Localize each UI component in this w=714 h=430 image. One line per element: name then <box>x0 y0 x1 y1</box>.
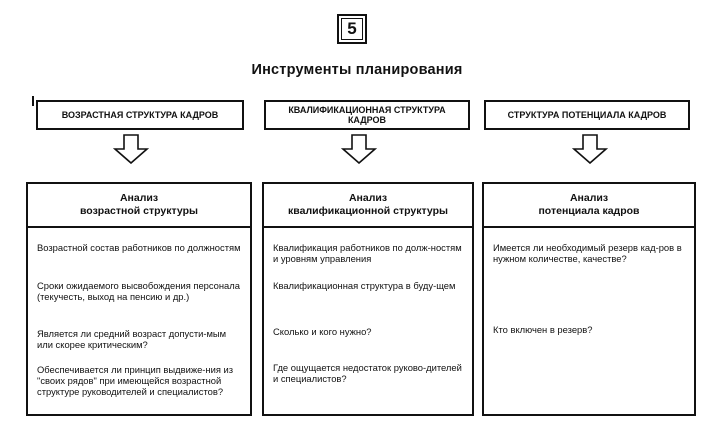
panel-title-line1: Анализ <box>348 192 388 204</box>
list-item: Кто включен в резерв? <box>493 324 593 335</box>
panel-title-line1: Анализ <box>569 192 609 204</box>
header-potential-structure: СТРУКТУРА ПОТЕНЦИАЛА КАДРОВ <box>484 100 690 130</box>
list-item: Имеется ли необходимый резерв кад-ров в … <box>493 242 682 264</box>
panel-potential-analysis: Анализ потенциала кадров Имеется ли необ… <box>482 182 696 416</box>
list-item: Квалификационная структура в буду-щем <box>273 280 456 291</box>
panel-title: Анализ квалификационной структуры <box>264 184 472 228</box>
down-arrow-icon <box>113 134 149 164</box>
header-qualification-structure: КВАЛИФИКАЦИОННАЯ СТРУКТУРА КАДРОВ <box>264 100 470 130</box>
down-arrow-icon <box>341 134 377 164</box>
panel-title-line2: возрастной структуры <box>79 205 198 217</box>
panel-title-line2: потенциала кадров <box>538 205 640 217</box>
list-item: Где ощущается недостаток руково-дителей … <box>273 362 462 384</box>
panel-age-analysis: Анализ возрастной структуры Возрастной с… <box>26 182 252 416</box>
list-item: Сроки ожидаемого высвобождения персонала… <box>37 280 240 302</box>
list-item: Квалификация работников по долж-ностям и… <box>273 242 462 264</box>
section-number-box: 5 <box>337 14 367 44</box>
down-arrow-icon <box>572 134 608 164</box>
list-item: Сколько и кого нужно? <box>273 326 372 337</box>
list-item: Возрастной состав работников по должност… <box>37 242 241 253</box>
panel-title: Анализ возрастной структуры <box>28 184 250 228</box>
list-item: Обеспечивается ли принцип выдвиже-ния из… <box>37 364 234 397</box>
panel-title-line1: Анализ <box>119 192 159 204</box>
list-item: Является ли средний возраст допусти-мым … <box>37 328 227 350</box>
diagram-title: Инструменты планирования <box>251 62 463 78</box>
section-number: 5 <box>347 19 357 38</box>
panel-title-line2: квалификационной структуры <box>288 205 448 217</box>
panel-title: Анализ потенциала кадров <box>484 184 694 228</box>
panel-qualification-analysis: Анализ квалификационной структуры Квалиф… <box>262 182 474 416</box>
header-age-structure: ВОЗРАСТНАЯ СТРУКТУРА КАДРОВ <box>32 96 244 130</box>
